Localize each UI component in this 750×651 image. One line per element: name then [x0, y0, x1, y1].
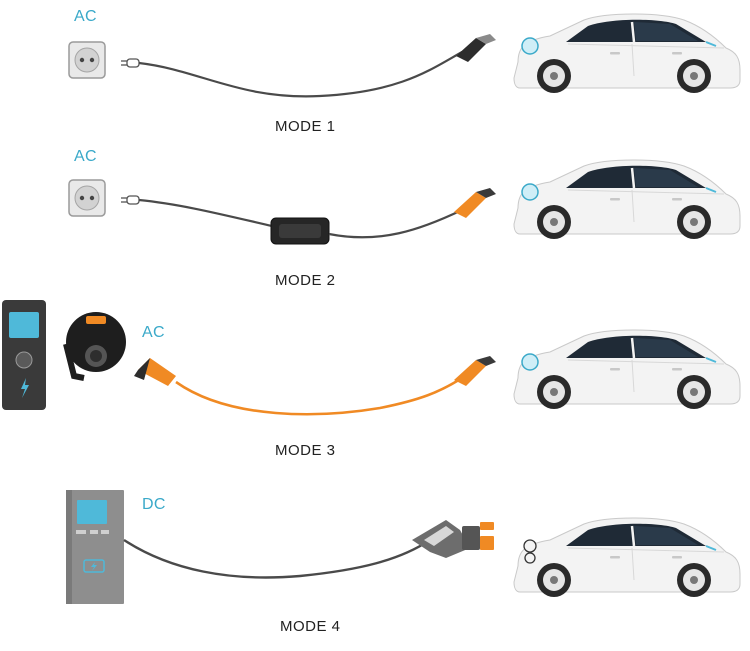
mode1-car-connector	[456, 34, 496, 62]
mode3-car-connector	[454, 356, 496, 386]
mode4-supply-label: DC	[142, 496, 166, 513]
mode3-caption: MODE 3	[275, 442, 336, 459]
mode2-car-connector	[454, 188, 496, 218]
mode2-supply-label: AC	[74, 148, 97, 165]
ccs-car-inlet	[523, 539, 537, 564]
wallbox-station	[2, 300, 46, 410]
mode1-caption: MODE 1	[275, 118, 336, 135]
mode2-caption: MODE 2	[275, 272, 336, 289]
type2-socket	[63, 312, 126, 381]
mode4-caption: MODE 4	[280, 618, 341, 635]
mode3-station-connector	[134, 358, 176, 386]
mode1-cable	[138, 51, 463, 98]
mode4-cable	[123, 538, 431, 579]
mode3-supply-label: AC	[142, 324, 165, 341]
dc-fast-charger-station	[66, 490, 124, 604]
mode1-supply-label: AC	[74, 8, 97, 25]
ccs-dc-connector	[412, 520, 494, 558]
mode3-cable	[175, 376, 463, 416]
